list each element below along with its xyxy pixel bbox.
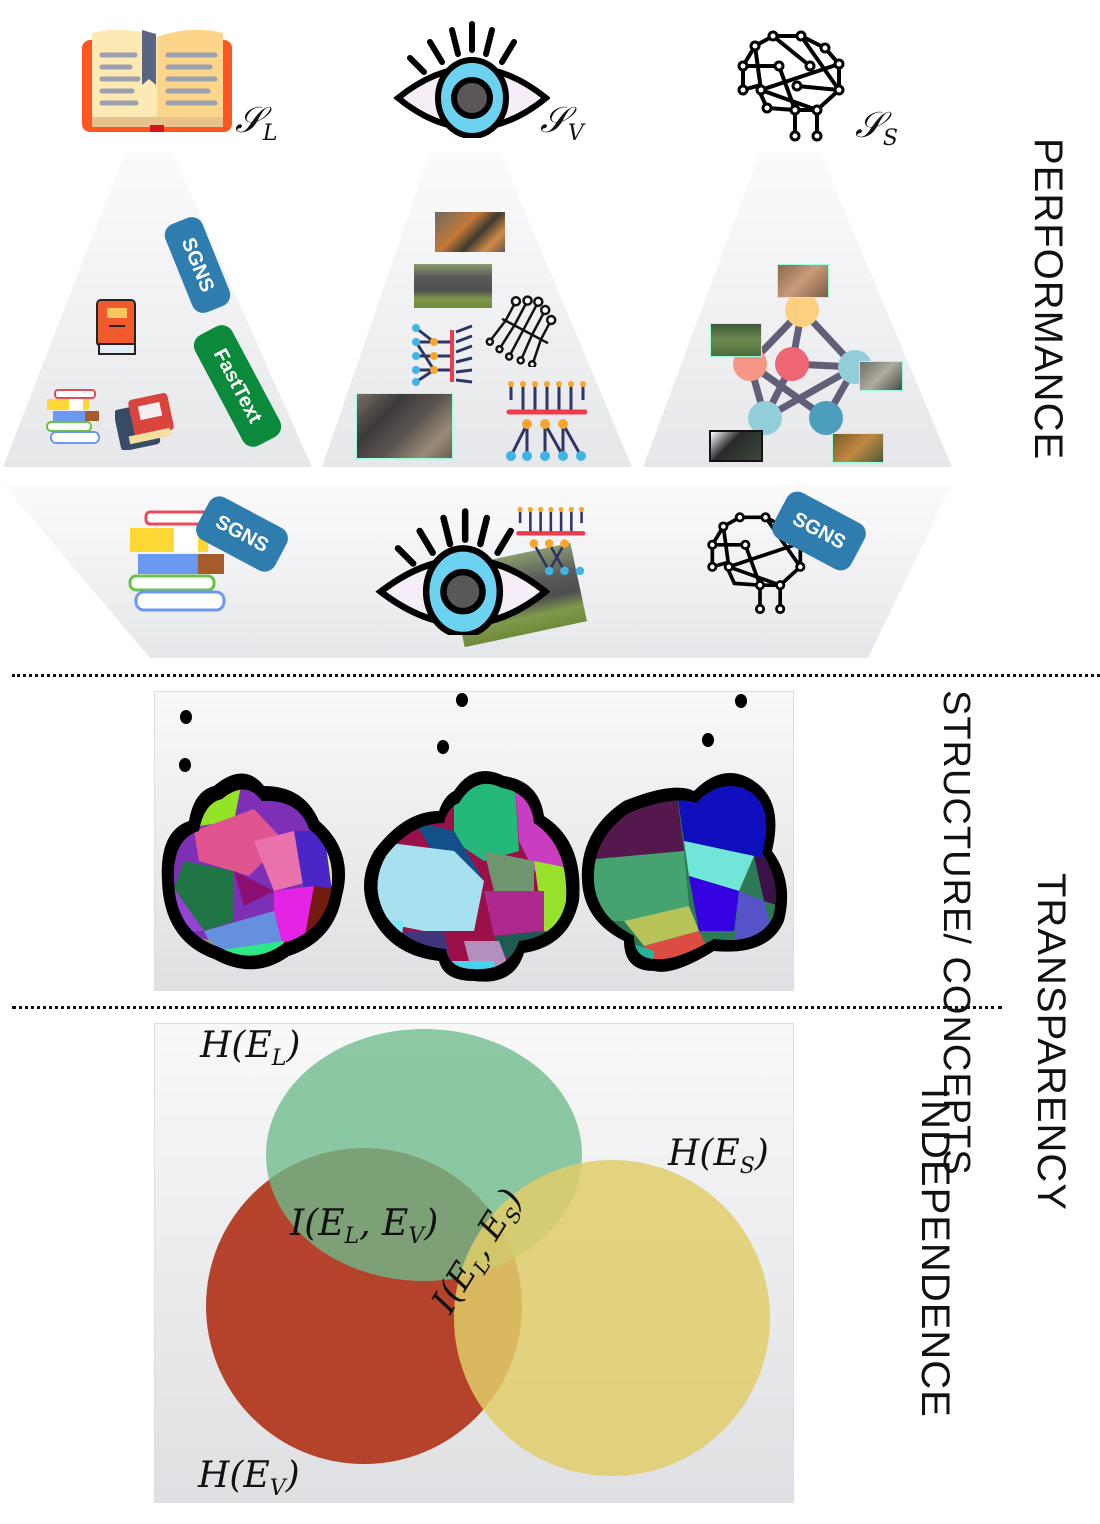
open-book-icon [82, 29, 232, 132]
source-symbol: 𝒮 [540, 100, 568, 141]
venn-text: ) [424, 1203, 439, 1244]
voronoi-cluster [581, 773, 788, 972]
venn-text: ) [754, 1133, 769, 1174]
vision-source [390, 18, 551, 139]
voronoi-cluster [364, 771, 580, 982]
section-divider [12, 1006, 1002, 1009]
neural-brain-icon [737, 30, 845, 142]
source-subscript: V [567, 121, 584, 147]
source-label-structure: 𝒮S [855, 105, 898, 151]
venn-subscript: S [739, 1154, 755, 1180]
venn-subscript: V [408, 1224, 425, 1250]
structure-source [735, 28, 855, 148]
knowledge-graph [733, 293, 872, 435]
source-subscript: S [882, 126, 898, 152]
graph-node-photo [777, 264, 829, 298]
source-symbol: 𝒮 [855, 105, 883, 146]
venn-text: H(E [198, 1455, 270, 1496]
venn-text: H(E [668, 1133, 740, 1174]
graph-node-photo [859, 361, 903, 391]
graph-node-photo [710, 323, 762, 357]
venn-label-i-lv: I(EL, EV) [290, 1203, 438, 1249]
source-label-vision: 𝒮V [540, 100, 584, 146]
source-subscript: L [262, 121, 278, 147]
transparency-label: TRANSPARENCY [1029, 873, 1073, 1211]
elephants-photo [414, 264, 492, 308]
venn-text: I(E [290, 1203, 345, 1244]
concept-clusters [161, 693, 788, 982]
book-stack-icon [128, 510, 226, 612]
graph-node [748, 401, 782, 435]
venn-text: ) [285, 1455, 300, 1496]
venn-subscript: V [269, 1476, 286, 1502]
feature-network-icon [516, 506, 585, 576]
language-source [80, 25, 240, 140]
tigers-photo [435, 212, 505, 252]
venn-diagram [206, 1029, 770, 1476]
structure-concepts-label: STRUCTURE/ CONCEPTS [885, 690, 985, 1176]
badge-label: SGNS [789, 507, 850, 554]
voronoi-cluster [161, 773, 346, 970]
annotated-animal-photo [356, 393, 453, 459]
source-symbol: 𝒮 [235, 100, 263, 141]
venn-text: H(E [200, 1025, 272, 1066]
tilted-books-icon [115, 393, 174, 450]
graph-node [775, 347, 809, 381]
structure-concepts-text: STRUCTURE/ CONCEPTS [935, 690, 977, 1176]
section-divider [12, 674, 1100, 677]
book-stack-icon [46, 389, 100, 444]
circuit-network-icon [485, 295, 557, 367]
source-label-language: 𝒮L [235, 100, 277, 146]
graph-node-photo [832, 433, 884, 463]
venn-circle-structure [454, 1160, 770, 1476]
graph-node [809, 401, 843, 435]
pyramid-vision [322, 152, 632, 467]
neural-brain-icon [707, 512, 806, 615]
graph-node [785, 293, 819, 327]
venn-text: , E [359, 1203, 409, 1244]
venn-label-h-ev: H(EV) [198, 1455, 300, 1501]
venn-label-h-el: H(EL) [200, 1025, 300, 1071]
feature-network-icon [506, 381, 587, 461]
venn-subscript: L [344, 1224, 360, 1250]
independence-label: INDEPENDENCE [913, 1088, 957, 1418]
eye-icon [393, 21, 551, 139]
venn-subscript: L [271, 1046, 287, 1072]
performance-label: PERFORMANCE [1026, 138, 1070, 461]
closed-book-icon [96, 299, 136, 355]
eye-icon [375, 508, 551, 635]
graph-node-photo [709, 430, 763, 462]
venn-label-h-es: H(ES) [668, 1133, 769, 1179]
venn-text: ) [286, 1025, 301, 1066]
neural-network-icon [412, 324, 473, 386]
